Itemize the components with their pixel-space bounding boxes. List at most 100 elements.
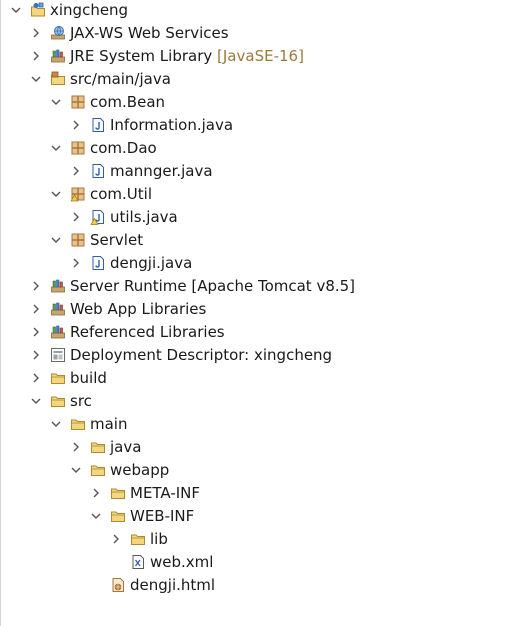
library-icon [50,324,66,340]
chevron-right-icon[interactable] [70,441,82,453]
project-icon [30,2,46,18]
chevron-right-icon[interactable] [30,50,42,62]
tree-item-label: JAX-WS Web Services [70,23,229,42]
java-file-icon [90,255,106,271]
tree-item-label: Web App Libraries [70,299,207,318]
package-icon [70,140,86,156]
tree-item-label: mannger.java [110,161,213,180]
chevron-down-icon[interactable] [90,510,102,522]
tree-item[interactable]: dengji.html [0,573,512,596]
chevron-right-icon[interactable] [90,487,102,499]
tree-item-label: webapp [110,460,170,479]
chevron-right-icon[interactable] [70,119,82,131]
folder-icon [90,439,106,455]
tree-item[interactable]: src/main/java [0,67,512,90]
chevron-right-icon[interactable] [30,372,42,384]
package-warning-icon [70,186,86,202]
tree-item[interactable]: mannger.java [0,159,512,182]
tree-item[interactable]: com.Dao [0,136,512,159]
chevron-down-icon[interactable] [30,395,42,407]
tree-item-label: Servlet [90,230,144,249]
folder-icon [110,508,126,524]
html-file-icon [110,577,126,593]
library-icon [50,278,66,294]
library-icon [50,301,66,317]
tree-item[interactable]: WEB-INF [0,504,512,527]
tree-item[interactable]: Web App Libraries [0,297,512,320]
tree-item[interactable]: Deployment Descriptor: xingcheng [0,343,512,366]
tree-item-label: lib [150,529,168,548]
chevron-down-icon[interactable] [50,96,62,108]
tree-item[interactable]: dengji.java [0,251,512,274]
folder-icon [50,393,66,409]
tree-item[interactable]: JRE System Library [JavaSE-16] [0,44,512,67]
tree-item[interactable]: Server Runtime [Apache Tomcat v8.5] [0,274,512,297]
tree-item[interactable]: build [0,366,512,389]
tree-item[interactable]: webapp [0,458,512,481]
tree-item[interactable]: com.Bean [0,90,512,113]
tree-item-label: JRE System Library [70,46,213,65]
chevron-right-icon[interactable] [30,303,42,315]
tree-item-label: Server Runtime [Apache Tomcat v8.5] [70,276,356,295]
tree-item-label: main [90,414,128,433]
web-services-icon [50,25,66,41]
chevron-placeholder [110,556,122,568]
view-left-border [0,0,1,626]
tree-item[interactable]: utils.java [0,205,512,228]
tree-item[interactable]: xingcheng [0,0,512,21]
package-icon [70,232,86,248]
tree-item-label: src [70,391,92,410]
tree-item-label: Deployment Descriptor: xingcheng [70,345,333,364]
java-file-warning-icon [90,209,106,225]
tree-item-label: Information.java [110,115,234,134]
tree-item-label: Referenced Libraries [70,322,225,341]
tree-item[interactable]: com.Util [0,182,512,205]
deployment-descriptor-icon [50,347,66,363]
xml-file-icon [130,554,146,570]
chevron-down-icon[interactable] [50,188,62,200]
tree-item-label: xingcheng [50,0,129,19]
chevron-right-icon[interactable] [30,280,42,292]
tree-item-label: com.Bean [90,92,166,111]
tree-item-label: src/main/java [70,69,171,88]
chevron-down-icon[interactable] [50,234,62,246]
tree-item-label: web.xml [150,552,214,571]
tree-item[interactable]: web.xml [0,550,512,573]
tree-item-label: com.Util [90,184,152,203]
chevron-right-icon[interactable] [30,349,42,361]
chevron-right-icon[interactable] [70,211,82,223]
java-file-icon [90,117,106,133]
chevron-down-icon[interactable] [70,464,82,476]
chevron-right-icon[interactable] [30,326,42,338]
tree-item[interactable]: Information.java [0,113,512,136]
tree-item-decoration: [JavaSE-16] [217,46,304,65]
chevron-right-icon[interactable] [30,27,42,39]
source-folder-icon [50,71,66,87]
tree-item[interactable]: java [0,435,512,458]
tree-item[interactable]: JAX-WS Web Services [0,21,512,44]
chevron-right-icon[interactable] [110,533,122,545]
tree-item-label: dengji.html [130,575,216,594]
tree-item[interactable]: main [0,412,512,435]
tree-item[interactable]: META-INF [0,481,512,504]
folder-icon [110,485,126,501]
tree-item-label: WEB-INF [130,506,195,525]
folder-icon [70,416,86,432]
tree-item[interactable]: Servlet [0,228,512,251]
tree-item[interactable]: Referenced Libraries [0,320,512,343]
tree-item[interactable]: src [0,389,512,412]
library-icon [50,48,66,64]
chevron-right-icon[interactable] [70,165,82,177]
chevron-down-icon[interactable] [50,418,62,430]
folder-icon [90,462,106,478]
chevron-down-icon[interactable] [50,142,62,154]
chevron-placeholder [90,579,102,591]
chevron-down-icon[interactable] [30,73,42,85]
chevron-right-icon[interactable] [70,257,82,269]
package-icon [70,94,86,110]
tree-item-label: java [110,437,142,456]
chevron-down-icon[interactable] [10,4,22,16]
tree-item-label: utils.java [110,207,178,226]
tree-item-label: META-INF [130,483,201,502]
tree-item[interactable]: lib [0,527,512,550]
